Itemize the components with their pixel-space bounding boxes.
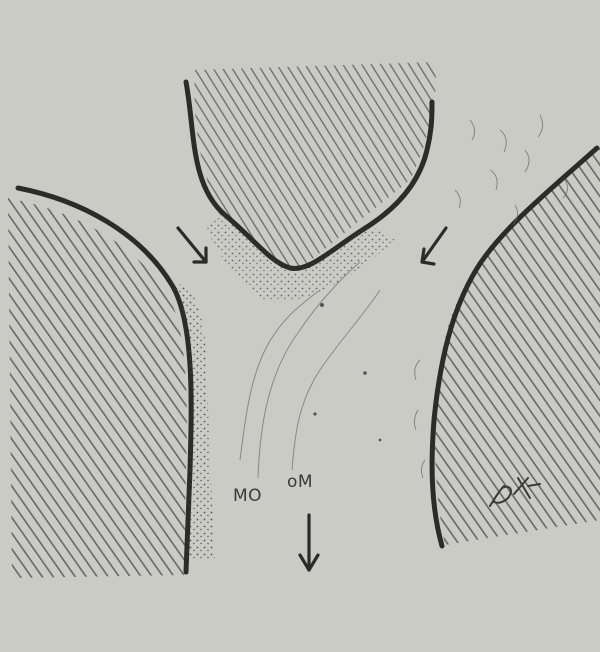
label-m: oM: [287, 472, 313, 492]
label-mo: MO: [233, 486, 262, 506]
artist-signature-icon: [484, 466, 552, 516]
